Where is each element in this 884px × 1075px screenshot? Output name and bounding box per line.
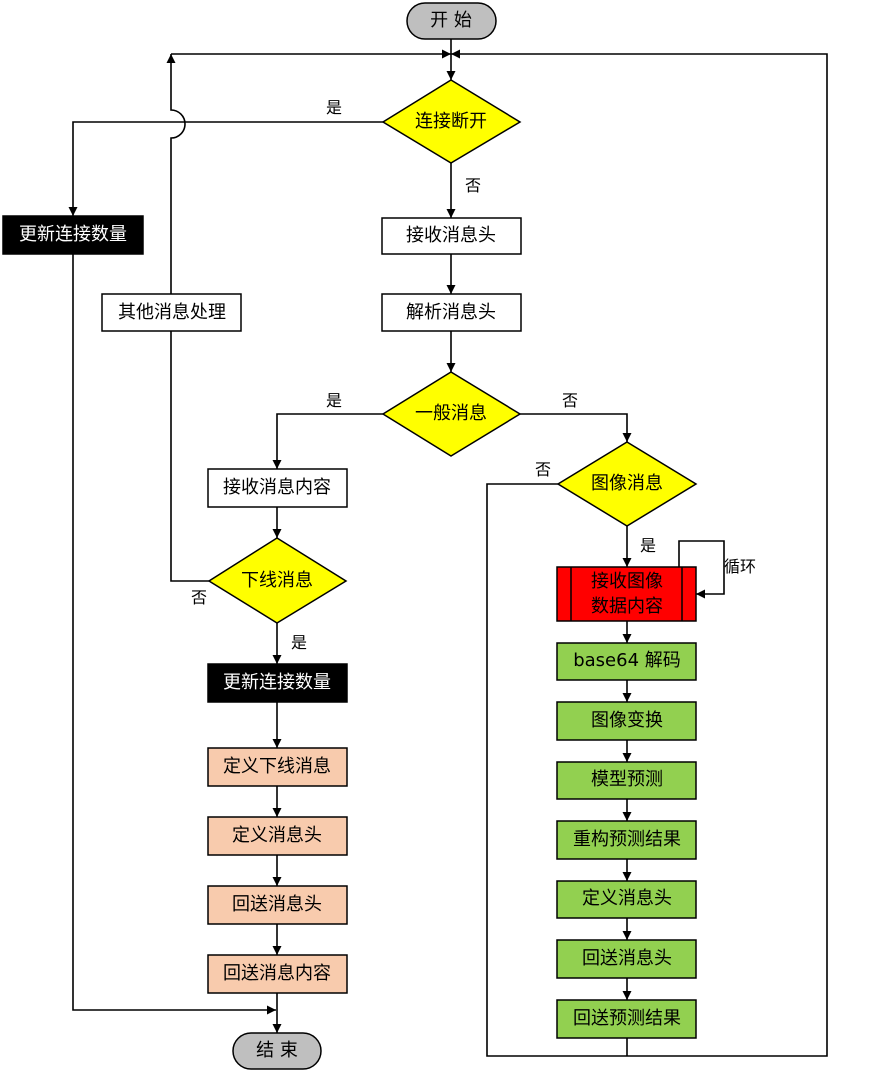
box-recv-image [556, 566, 697, 622]
edge-label-no-offline: 否 [190, 588, 208, 607]
decision-general-msg [381, 371, 522, 457]
edge-label-no-general: 否 [561, 391, 579, 410]
recv-header-label: 接收消息头 [406, 225, 496, 246]
edge-disconnect-yes [68, 121, 383, 216]
edge-image-no [451, 49, 828, 1057]
edge-general-no [520, 413, 632, 442]
rebuild-label: 重构预测结果 [573, 829, 681, 850]
disconnect-label: 连接断开 [415, 111, 487, 132]
start-terminal [406, 2, 497, 40]
box-recv-content [207, 468, 348, 508]
box-return-result [556, 999, 697, 1039]
end-terminal [232, 1032, 322, 1070]
edge-general-yes [272, 413, 383, 469]
edge-label-no-image: 否 [534, 460, 552, 479]
box-predict [556, 761, 697, 800]
return-header-left-label: 回送消息头 [232, 894, 322, 915]
box-return-header-left [207, 885, 348, 925]
return-header-right-label: 回送消息头 [582, 948, 672, 969]
box-rebuild [556, 820, 697, 860]
box-define-header-right [556, 880, 697, 919]
transform-label: 图像变换 [591, 710, 663, 731]
base64-label: base64 解码 [573, 650, 681, 671]
edge-loop [678, 540, 725, 599]
box-return-header-right [556, 939, 697, 979]
define-header-left-label: 定义消息头 [232, 825, 322, 846]
box-recv-header [381, 217, 522, 255]
update-conn-top-label: 更新连接数量 [19, 224, 127, 245]
return-result-label: 回送预测结果 [573, 1008, 681, 1029]
decision-disconnect [381, 79, 522, 164]
update-conn-mid-label: 更新连接数量 [223, 672, 331, 693]
edge-label-yes-offline: 是 [290, 633, 308, 652]
recv-image-label: 接收图像 数据内容 [591, 571, 663, 617]
recv-content-label: 接收消息内容 [223, 477, 331, 498]
end-label: 结 束 [256, 1040, 298, 1061]
decision-offline-msg [207, 537, 348, 624]
edge-label-yes-general: 是 [325, 391, 343, 410]
parse-header-label: 解析消息头 [406, 302, 496, 323]
edge-label-no-disconnect: 否 [464, 176, 482, 195]
general-msg-label: 一般消息 [415, 403, 487, 424]
box-define-header-left [207, 816, 348, 856]
edge-update-top-to-end [72, 254, 276, 1015]
edge-offline-no [166, 54, 209, 582]
edge-label-yes-disconnect: 是 [325, 98, 343, 117]
image-msg-label: 图像消息 [591, 473, 663, 494]
start-label: 开 始 [430, 10, 472, 31]
box-update-conn-top [2, 215, 144, 255]
offline-msg-label: 下线消息 [241, 570, 313, 591]
box-parse-header [381, 293, 522, 332]
box-update-conn-mid [207, 663, 348, 703]
box-define-offline [207, 747, 348, 787]
edge-label-yes-image: 是 [639, 536, 657, 555]
define-offline-label: 定义下线消息 [223, 756, 331, 777]
box-return-content [207, 954, 348, 994]
box-other-msg [101, 293, 242, 332]
decision-image-msg [556, 441, 698, 527]
box-transform [556, 701, 697, 741]
other-msg-label: 其他消息处理 [118, 302, 226, 323]
edge-label-loop: 循环 [723, 557, 757, 576]
define-header-right-label: 定义消息头 [582, 888, 672, 909]
box-base64 [556, 642, 697, 681]
predict-label: 模型预测 [591, 769, 663, 790]
return-content-label: 回送消息内容 [223, 963, 331, 984]
